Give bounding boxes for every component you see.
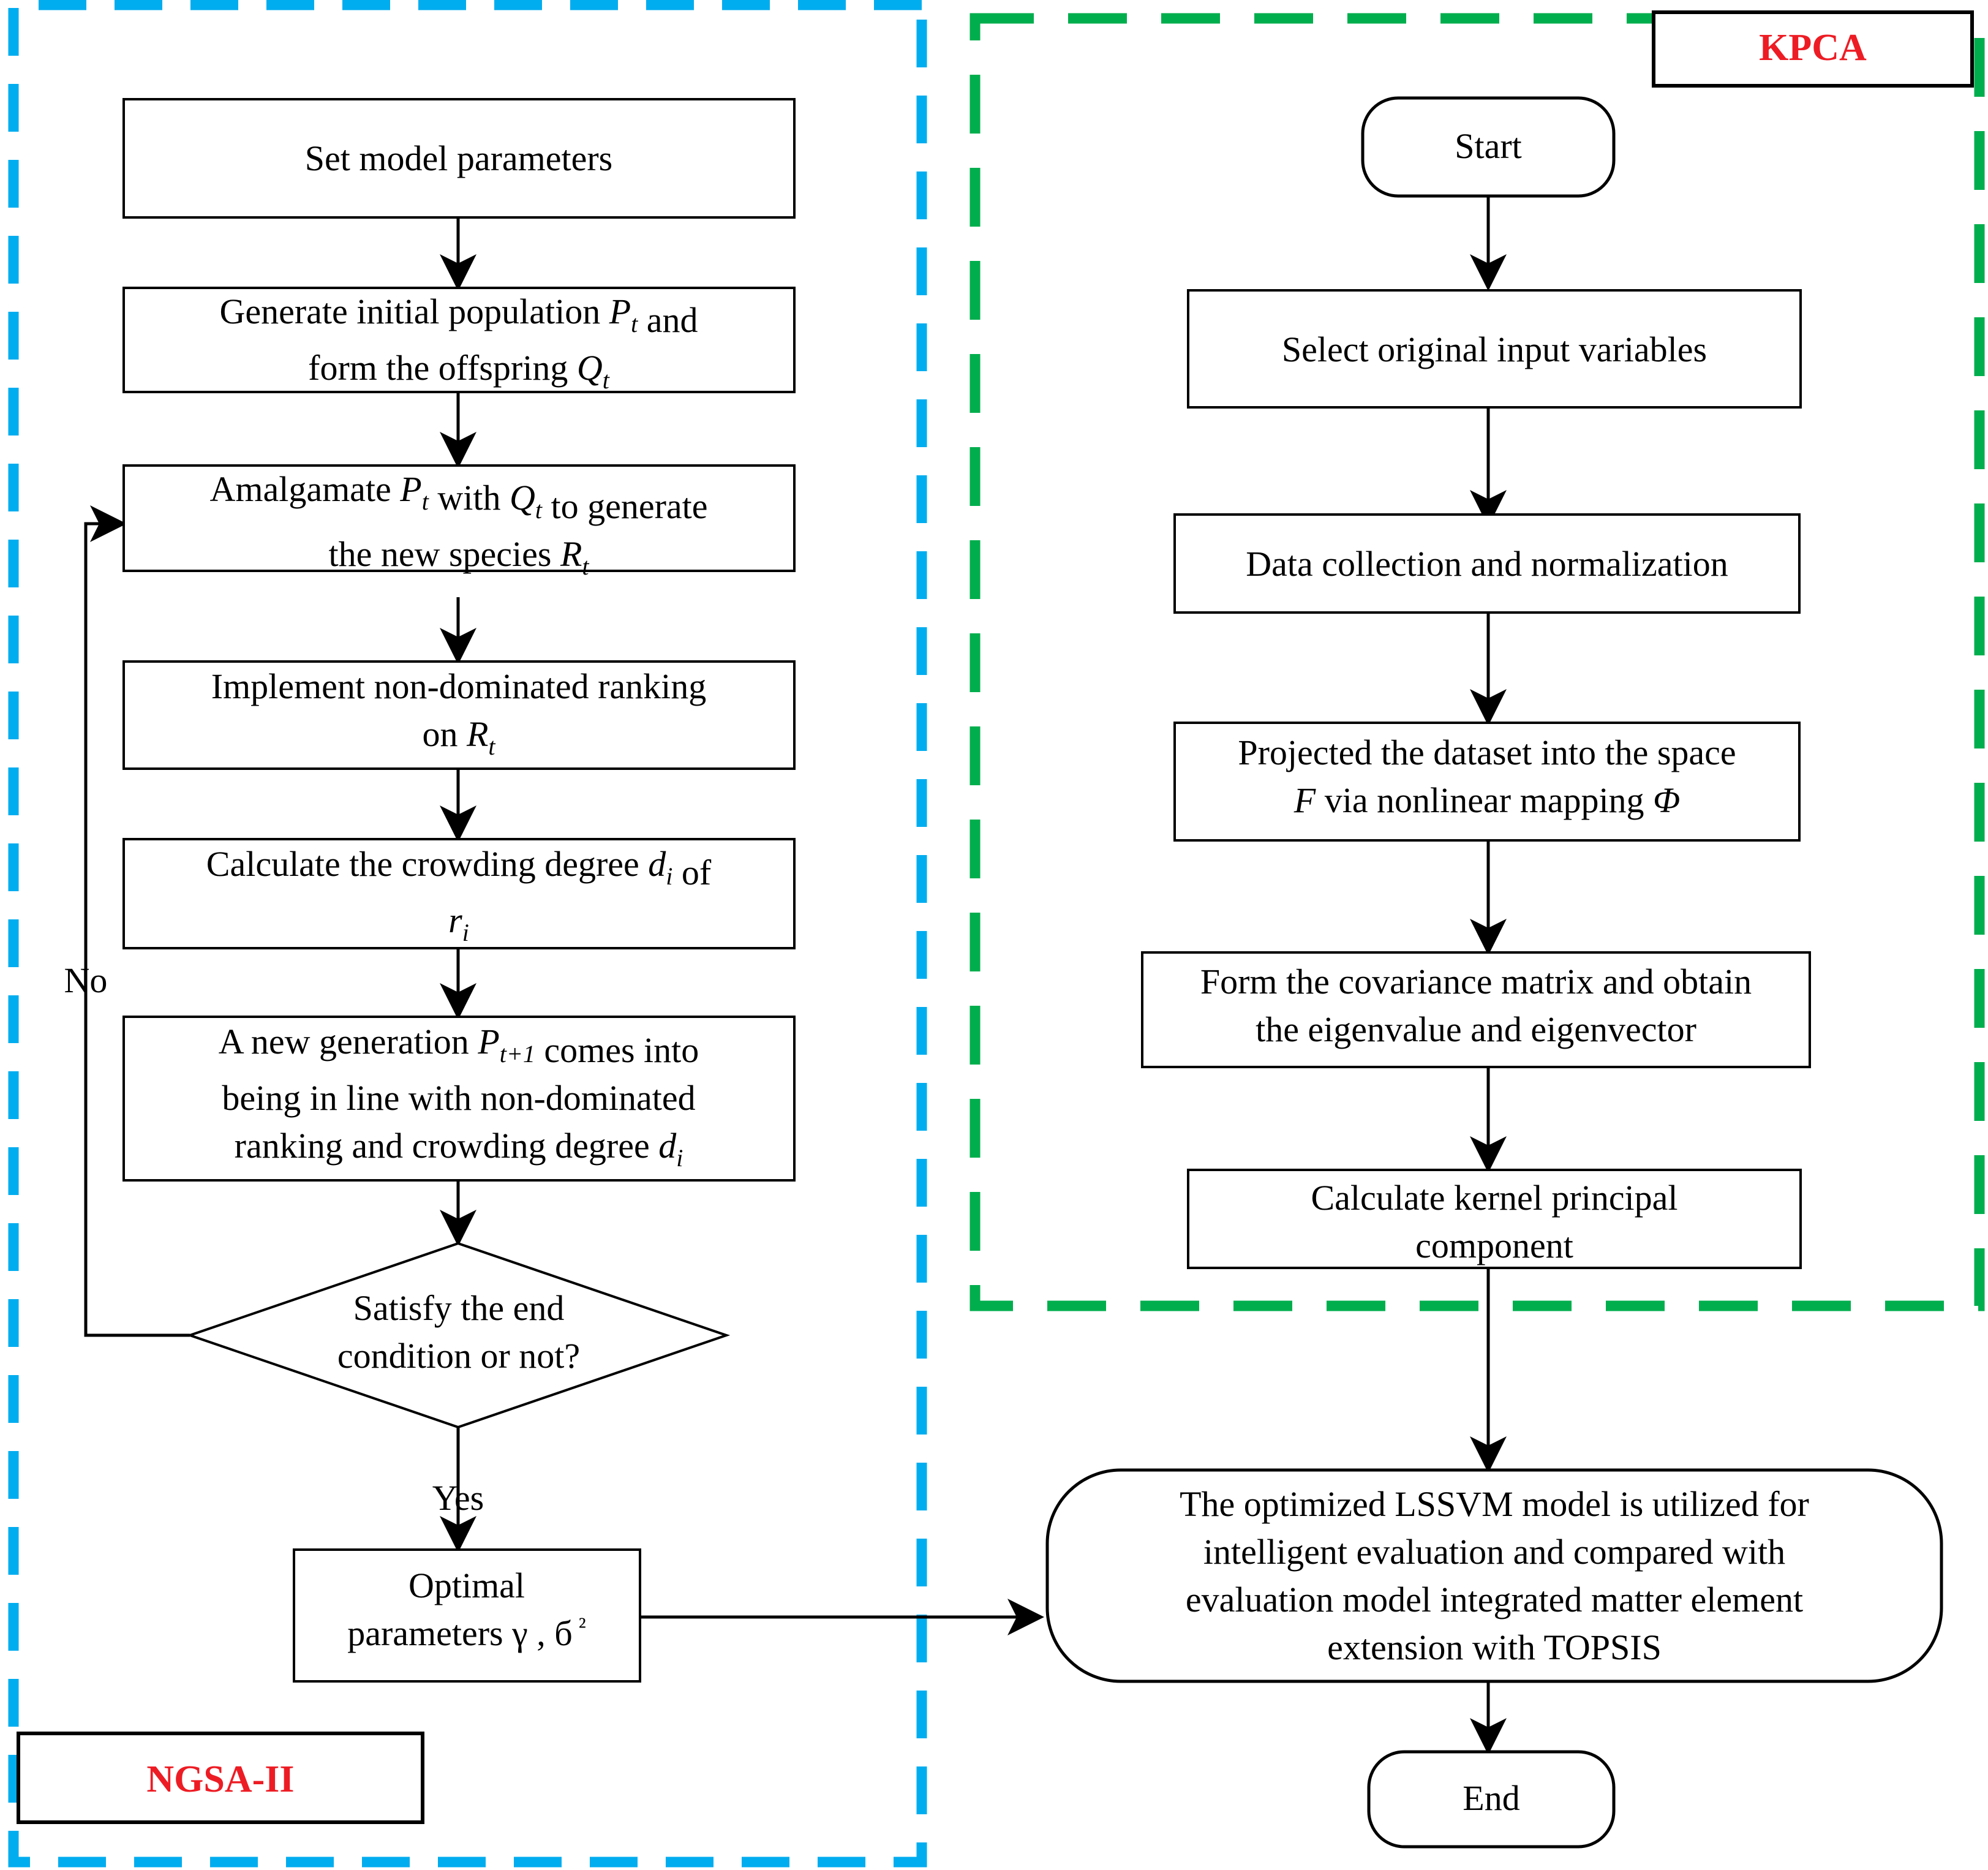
node-end[interactable]: End xyxy=(1367,1750,1616,1849)
edge-label-yes: Yes xyxy=(432,1478,484,1518)
ngsa-group-label-text: NGSA-II xyxy=(146,1759,294,1800)
node-lssvm-evaluation-label: The optimized LSSVM model is utilized fo… xyxy=(1180,1484,1809,1667)
kpca-group-border xyxy=(970,13,1985,1311)
node-set-params-label: Set model parameters xyxy=(305,138,613,178)
node-start[interactable]: Start xyxy=(1361,96,1616,198)
ngsa-connectors xyxy=(84,217,1044,1635)
edge-label-no: No xyxy=(64,960,108,1000)
kpca-group-label: KPCA xyxy=(1652,10,1974,88)
kpca-group-label-text: KPCA xyxy=(1759,27,1867,69)
node-start-label: Start xyxy=(1455,126,1522,166)
ngsa-group-border xyxy=(8,0,927,1868)
ngsa-group-label: NGSA-II xyxy=(17,1732,424,1824)
node-lssvm-evaluation[interactable]: The optimized LSSVM model is utilized fo… xyxy=(1045,1468,1943,1683)
node-data-collection[interactable]: Data collection and normalization xyxy=(1173,513,1801,614)
node-select-input[interactable]: Select original input variables xyxy=(1187,289,1802,409)
node-set-params[interactable]: Set model parameters xyxy=(122,98,796,219)
node-end-label: End xyxy=(1463,1778,1519,1818)
node-data-collection-label: Data collection and normalization xyxy=(1246,544,1728,584)
node-select-input-label: Select original input variables xyxy=(1282,330,1707,369)
